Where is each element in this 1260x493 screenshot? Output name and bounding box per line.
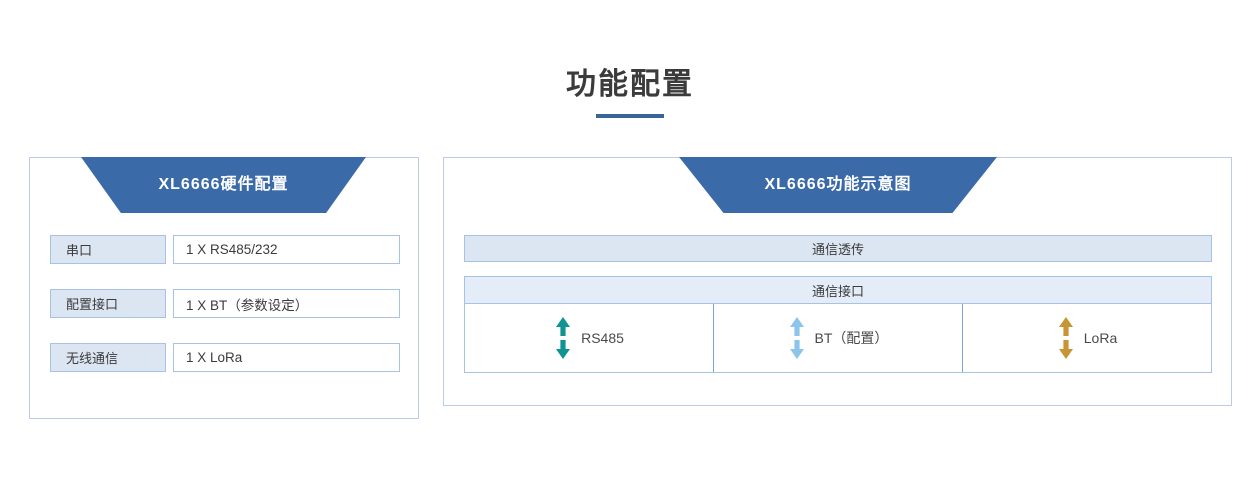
transparent-transmission-bar: 通信透传 (464, 235, 1212, 262)
table-row: 串口 1 X RS485/232 (50, 235, 400, 264)
hardware-config-rows: 串口 1 X RS485/232 配置接口 1 X BT（参数设定） 无线通信 … (50, 235, 400, 372)
row-label: 无线通信 (50, 343, 166, 372)
function-diagram-content: 通信透传 通信接口 RS485 (464, 235, 1212, 373)
interface-column-bt: BT（配置） (714, 304, 963, 372)
interface-label: BT（配置） (814, 330, 889, 346)
hardware-config-panel: XL6666硬件配置 串口 1 X RS485/232 配置接口 1 X BT（… (29, 157, 419, 419)
communication-interface-block: 通信接口 RS485 (464, 276, 1212, 373)
page-title: 功能配置 (566, 68, 694, 101)
interface-column-lora: LoRa (963, 304, 1211, 372)
interface-columns: RS485 BT（配置） (465, 304, 1211, 372)
hardware-config-banner-title: XL6666硬件配置 (158, 176, 289, 193)
function-diagram-banner: XL6666功能示意图 (679, 157, 997, 213)
double-arrow-vertical-icon (788, 316, 806, 360)
interface-label: RS485 (581, 330, 624, 346)
double-arrow-vertical-icon (1057, 316, 1075, 360)
interface-column-rs485: RS485 (465, 304, 714, 372)
function-diagram-panel: XL6666功能示意图 通信透传 通信接口 RS485 (443, 157, 1232, 406)
row-label: 串口 (50, 235, 166, 264)
table-row: 配置接口 1 X BT（参数设定） (50, 289, 400, 318)
row-value: 1 X RS485/232 (173, 235, 400, 264)
title-underline-rule (596, 114, 664, 118)
interface-label: LoRa (1083, 330, 1118, 346)
row-label: 配置接口 (50, 289, 166, 318)
hardware-config-banner: XL6666硬件配置 (81, 157, 366, 213)
function-diagram-banner-title: XL6666功能示意图 (764, 176, 912, 193)
row-value: 1 X BT（参数设定） (173, 289, 400, 318)
communication-interface-header: 通信接口 (465, 277, 1211, 304)
table-row: 无线通信 1 X LoRa (50, 343, 400, 372)
row-value: 1 X LoRa (173, 343, 400, 372)
page-title-block: 功能配置 (0, 66, 1260, 118)
bar-spacer (464, 262, 1212, 276)
double-arrow-vertical-icon (554, 316, 572, 360)
